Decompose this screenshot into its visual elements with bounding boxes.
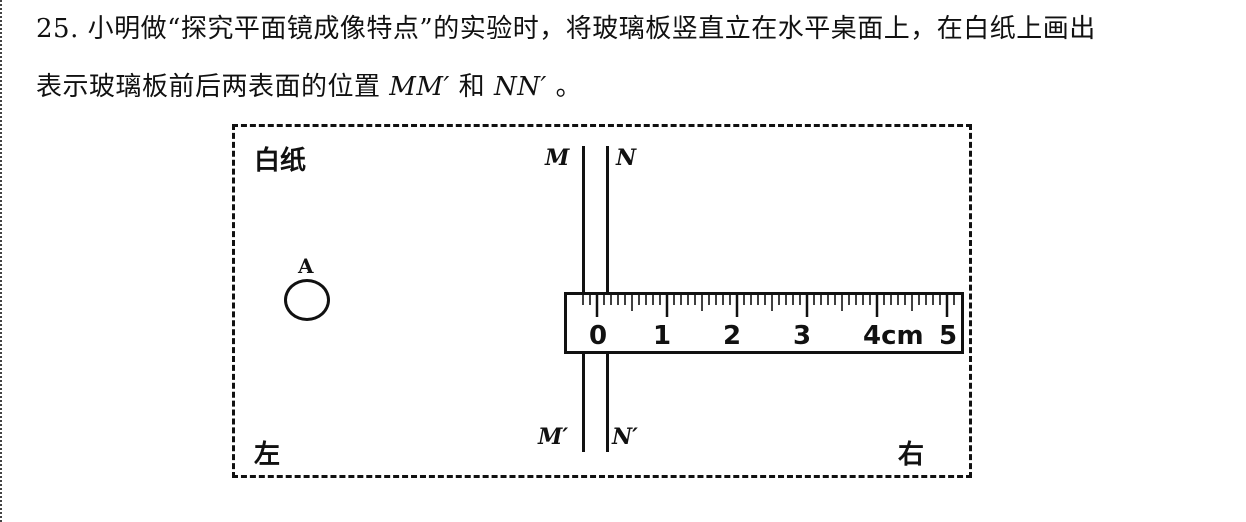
question-line-2: 表示玻璃板前后两表面的位置 MM′ 和 NN′ 。 xyxy=(36,66,582,103)
ruler-label-2: 2 xyxy=(723,321,742,351)
ruler-label-3: 3 xyxy=(793,321,812,351)
white-paper-frame xyxy=(232,124,972,478)
ruler-label-5: 5 xyxy=(939,321,958,351)
ruler: 0 1 2 3 4cm 5 xyxy=(564,292,964,354)
white-paper-label: 白纸 xyxy=(254,146,307,176)
question-and: 和 xyxy=(449,72,494,102)
label-n-top: N xyxy=(616,145,637,171)
ruler-label-0: 0 xyxy=(589,321,608,351)
ruler-label-1: 1 xyxy=(653,321,672,351)
label-mm: MM′ xyxy=(389,72,450,102)
question-line-1: 25. 小明做“探究平面镜成像特点”的实验时，将玻璃板竖直立在水平桌面上，在白纸… xyxy=(36,14,1096,44)
label-m-bottom: M′ xyxy=(538,424,569,450)
question-text: 表示玻璃板前后两表面的位置 xyxy=(36,72,390,102)
ruler-label-4: 4cm xyxy=(863,321,924,351)
right-label: 右 xyxy=(898,440,925,470)
label-nn: NN′ xyxy=(493,72,547,102)
candle-label-a: A xyxy=(298,254,314,278)
candle-circle xyxy=(284,279,330,321)
ruler-ticks xyxy=(582,295,955,317)
question-suffix: 。 xyxy=(546,72,583,102)
left-margin-dotted-line xyxy=(0,0,4,522)
label-n-bottom: N′ xyxy=(612,424,638,450)
label-m-top: M xyxy=(545,145,570,171)
left-label: 左 xyxy=(254,440,281,470)
